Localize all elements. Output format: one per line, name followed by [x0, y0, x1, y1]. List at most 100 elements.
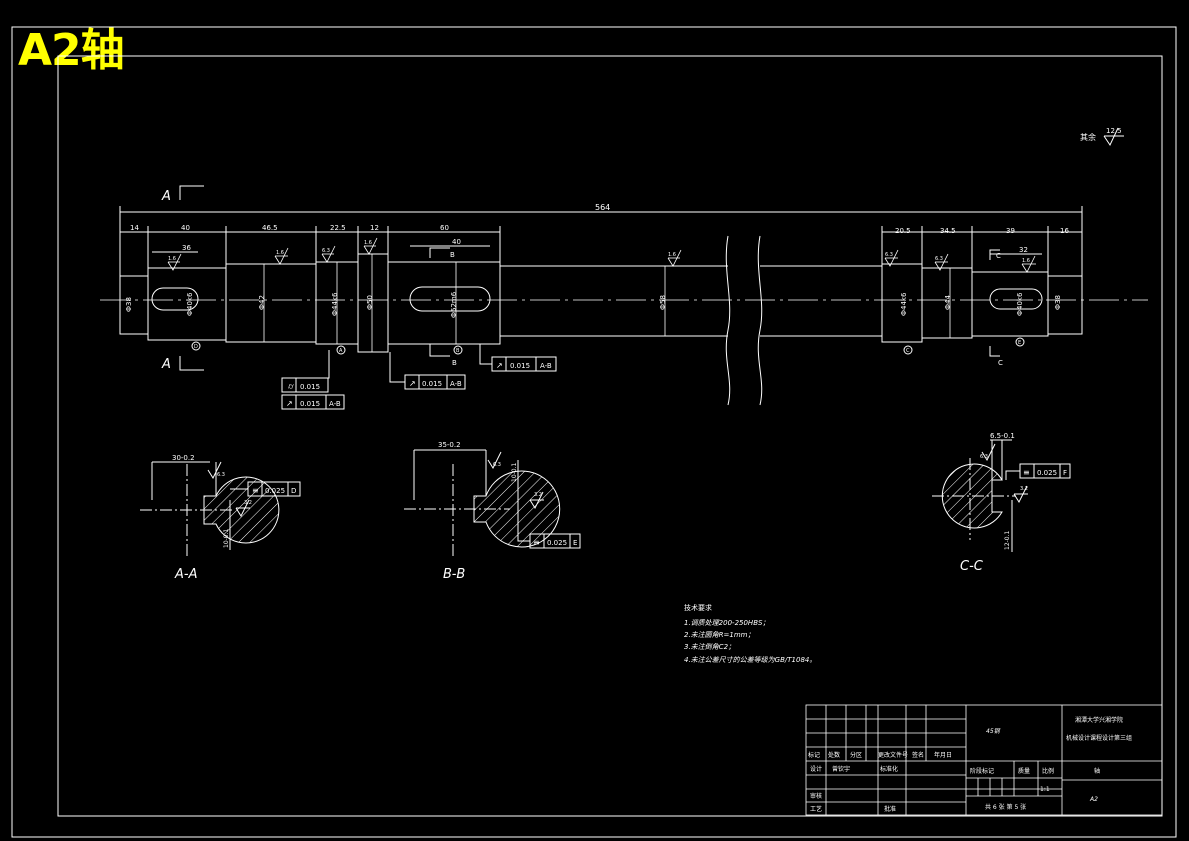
tech-title: 技术要求 [684, 603, 712, 612]
c-c-ref: F [1063, 469, 1067, 477]
a-a-name: A-A [174, 567, 197, 582]
tb-sheets: 共 6 张 第 5 张 [985, 803, 1026, 811]
tb-stage: 阶段标记 [970, 767, 994, 775]
tb-hdr-4: 更改文件号 [878, 751, 908, 759]
datum-c: C [906, 348, 910, 354]
c-c-rough-1: 6.3 [980, 454, 988, 460]
section-letter-b-bottom: B [452, 359, 457, 367]
seg-dim-4: 22.5 [330, 224, 346, 232]
a-a-ref: D [291, 487, 296, 495]
section-letter-a-top: A [161, 189, 171, 204]
tb-approve: 批准 [884, 805, 896, 813]
segment-dimensions [120, 226, 1082, 276]
tech-item-2: 2.未注圆角R=1mm； [684, 631, 755, 639]
tb-drawing-no: A2 [1089, 796, 1098, 803]
section-letter-c-top: C [996, 252, 1001, 260]
seg-dim-2: 40 [181, 224, 190, 232]
tol1-cyl: 0.015 [300, 383, 320, 391]
a-a-sym: 0.025 [265, 487, 285, 495]
tb-part-name: 轴 [1094, 767, 1100, 775]
diameter-labels: Ф38 Ф40k6 Ф42 Ф44k6 Ф50 Ф52m6 Ф58 Ф44k6 … [125, 291, 1062, 318]
tol2-run: 0.015 [422, 380, 442, 388]
seg-dim-8: 34.5 [940, 227, 956, 235]
b-b-ref: E [573, 539, 577, 547]
roughness-symbols [167, 237, 1036, 273]
b-b-sym-icon: ≡ [533, 538, 540, 547]
datum-markers [191, 337, 1025, 355]
title-block [805, 704, 1163, 816]
tb-hdr-5: 签名 [912, 751, 924, 759]
a-a-width: 30-0.2 [172, 454, 195, 462]
dia-8: Ф44k6 [900, 292, 908, 316]
rough-2: 1.6 [276, 250, 284, 256]
seg-dim-10: 16 [1060, 227, 1069, 235]
rough-5: 1.6 [668, 252, 676, 258]
outer-frame [11, 26, 1177, 838]
seg-dim-1: 14 [130, 224, 139, 232]
inner-frame [57, 55, 1163, 817]
tb-check: 审核 [810, 792, 822, 800]
seg-dim-9: 39 [1006, 227, 1015, 235]
rough-7: 6.3 [935, 256, 943, 262]
tb-school-1: 湘潭大学兴湘学院 [1075, 716, 1123, 724]
keyways [151, 286, 1043, 312]
dia-9: Ф44 [944, 295, 952, 310]
b-b-name: B-B [443, 567, 465, 582]
tol1-ref: A-B [329, 400, 341, 408]
tb-hdr-3: 分区 [850, 751, 862, 759]
b-b-width: 35-0.2 [438, 441, 461, 449]
b-b-sym: 0.025 [547, 539, 567, 547]
dia-11: Ф38 [1054, 295, 1062, 310]
tol2-sym: ↗ [409, 379, 416, 388]
overall-dim-label: 564 [595, 203, 610, 212]
tol3-run: 0.015 [510, 362, 530, 370]
rough-1: 1.6 [168, 256, 176, 262]
section-marker-c [989, 249, 1000, 357]
b-b-rough-2: 3.2 [534, 492, 542, 498]
datum-e: E [1018, 340, 1021, 346]
b-b-depth: 10-0.1 [511, 462, 518, 482]
rough-6: 6.3 [885, 252, 893, 258]
tol1-sym: ⌭ [288, 382, 294, 391]
a-a-rough-1: 6.3 [217, 472, 225, 478]
tb-school-2: 机械设计课程设计第三组 [1066, 734, 1132, 742]
b-b-rough-1: 6.3 [493, 462, 501, 468]
seg-dim-6: 60 [440, 224, 449, 232]
drawing-title: A2轴 [18, 25, 125, 76]
c-c-sym-icon: ≡ [1023, 468, 1030, 477]
rough-3: 6.3 [322, 248, 330, 254]
tb-process: 工艺 [810, 805, 822, 813]
c-c-width: 6.5-0.1 [990, 432, 1015, 440]
c-c-rough-2: 3.2 [1020, 486, 1028, 492]
tol3-ref: A-B [540, 362, 552, 370]
tol1-run-sym: ↗ [286, 399, 293, 408]
keyway-len-3: 32 [1019, 246, 1028, 254]
overall-dimension [119, 206, 1083, 276]
section-marker-a [179, 185, 204, 371]
roughness-note: 其余 12.5 [1080, 127, 1124, 147]
tech-item-1: 1.调质处理200-250HBS； [684, 619, 769, 627]
tb-scale: 1:1 [1040, 786, 1050, 793]
dia-6: Ф52m6 [450, 291, 458, 318]
a-a-sym-icon: ≡ [252, 486, 259, 495]
technical-requirements: 技术要求 1.调质处理200-250HBS； 2.未注圆角R=1mm； 3.未注… [684, 603, 816, 664]
c-c-sym: 0.025 [1037, 469, 1057, 477]
c-c-depth: 12-0.1 [1004, 530, 1011, 550]
section-view-b-b [404, 449, 581, 556]
tb-hdr-2: 处数 [828, 751, 840, 759]
dia-5: Ф50 [366, 295, 374, 310]
rough-4: 1.6 [364, 240, 372, 246]
tb-standard: 标准化 [880, 765, 898, 773]
keyway-len-1: 36 [182, 244, 191, 252]
tb-hdr-6: 年月日 [934, 751, 952, 759]
keyway-len-2: 40 [452, 238, 461, 246]
tech-item-4: 4.未注公差尺寸的公差等级为GB/T1084。 [684, 656, 816, 664]
section-view-a-a [140, 461, 301, 556]
section-marker-b [429, 247, 450, 357]
datum-d: D [194, 344, 198, 350]
tb-material: 45钢 [986, 727, 1001, 735]
tol2-ref: A-B [450, 380, 462, 388]
tolerance-frame-3 [479, 344, 557, 372]
section-letter-a-bottom: A [161, 357, 171, 372]
